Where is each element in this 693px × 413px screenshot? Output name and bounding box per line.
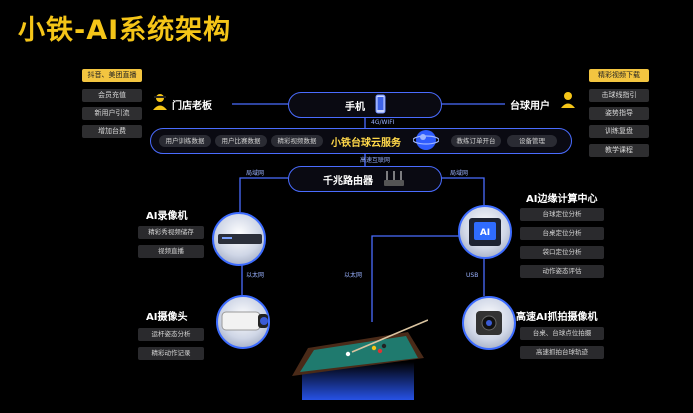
edge-chip-pose: 动作姿态评估 bbox=[520, 265, 604, 278]
phone-node: 手机 bbox=[288, 92, 442, 118]
camera-chip-stroke: 运杆姿态分析 bbox=[138, 328, 204, 341]
right-chip-download: 精彩视频下载 bbox=[589, 69, 649, 82]
recorder-device-icon bbox=[218, 234, 262, 244]
recorder-chip-storage: 精彩秀视频储存 bbox=[138, 226, 204, 239]
cloud-service-node: 用户训练数据 用户比赛数据 精彩视频数据 小铁台球云服务 教练订单开台 设备管理 bbox=[150, 128, 572, 154]
router-recorder-line bbox=[239, 177, 288, 212]
pool-table-icon bbox=[292, 319, 428, 400]
edge-chip-table: 台桌定位分析 bbox=[520, 227, 604, 240]
hs-camera-title: 高速AI抓拍摄像机 bbox=[516, 312, 598, 323]
left-chip-fee: 增加台费 bbox=[82, 125, 142, 138]
right-chip-course: 教学课程 bbox=[589, 144, 649, 157]
right-chip-guideline: 击球线指引 bbox=[589, 89, 649, 102]
phone-label: 手机 bbox=[345, 102, 365, 113]
owner-label: 门店老板 bbox=[172, 101, 212, 112]
camera-icon bbox=[221, 311, 268, 331]
left-chip-recharge: 会员充值 bbox=[82, 89, 142, 102]
edge-chip-pocket: 袋口定位分析 bbox=[520, 246, 604, 259]
phone-icon bbox=[375, 94, 386, 114]
edge-chip-ball: 台球定位分析 bbox=[520, 208, 604, 221]
hs-chip-track: 高速抓拍台球轨迹 bbox=[520, 346, 604, 359]
cloud-chip-train: 用户训练数据 bbox=[159, 135, 211, 147]
ethernet-mid-label: 以太网 bbox=[344, 272, 363, 279]
hs-chip-point: 台桌、台球点位拍摄 bbox=[520, 327, 604, 340]
ethernet-left-label: 以太网 bbox=[246, 272, 265, 279]
camera-title: AI摄像头 bbox=[146, 312, 188, 323]
hs-camera-node bbox=[462, 296, 516, 350]
camera-chip-highlight: 精彩动作记录 bbox=[138, 347, 204, 360]
left-chip-newuser: 新用户引流 bbox=[82, 107, 142, 120]
recorder-node bbox=[212, 212, 266, 266]
user-person-icon bbox=[561, 92, 575, 108]
right-chip-review: 训练复盘 bbox=[589, 125, 649, 138]
edge-node: AI bbox=[458, 205, 512, 259]
cloud-chip-video: 精彩视频数据 bbox=[271, 135, 323, 147]
recorder-chip-live: 视频直播 bbox=[138, 245, 204, 258]
router-icon bbox=[384, 171, 404, 186]
owner-person-icon bbox=[153, 94, 167, 110]
network-4g-label: 4G/WIFI bbox=[371, 119, 395, 126]
cloud-label: 小铁台球云服务 bbox=[331, 138, 401, 149]
hs-camera-icon bbox=[476, 311, 502, 335]
user-label: 台球用户 bbox=[510, 101, 550, 112]
page-title: 小铁-AI系统架构 bbox=[18, 15, 232, 46]
internet-label: 高速互联网 bbox=[360, 157, 391, 164]
ai-chip-icon: AI bbox=[469, 218, 501, 246]
lan-right-label: 局域网 bbox=[450, 170, 469, 177]
camera-node bbox=[216, 295, 270, 349]
right-chip-posture: 姿势指导 bbox=[589, 107, 649, 120]
usb-label: USB bbox=[466, 272, 479, 279]
router-label: 千兆路由器 bbox=[323, 176, 373, 187]
router-node: 千兆路由器 bbox=[288, 166, 442, 192]
recorder-title: AI录像机 bbox=[146, 211, 188, 222]
cloud-globe-icon bbox=[413, 130, 439, 150]
cloud-chip-coach: 教练订单开台 bbox=[451, 135, 501, 147]
cloud-chip-match: 用户比赛数据 bbox=[215, 135, 267, 147]
svg-text:AI: AI bbox=[480, 228, 490, 238]
router-edge-line bbox=[440, 177, 485, 205]
edge-table-line bbox=[371, 235, 460, 322]
edge-title: AI边缘计算中心 bbox=[526, 194, 598, 205]
left-chip-live: 抖音、美团直播 bbox=[82, 69, 142, 82]
lan-left-label: 局域网 bbox=[246, 170, 265, 177]
cloud-chip-device: 设备管理 bbox=[507, 135, 557, 147]
